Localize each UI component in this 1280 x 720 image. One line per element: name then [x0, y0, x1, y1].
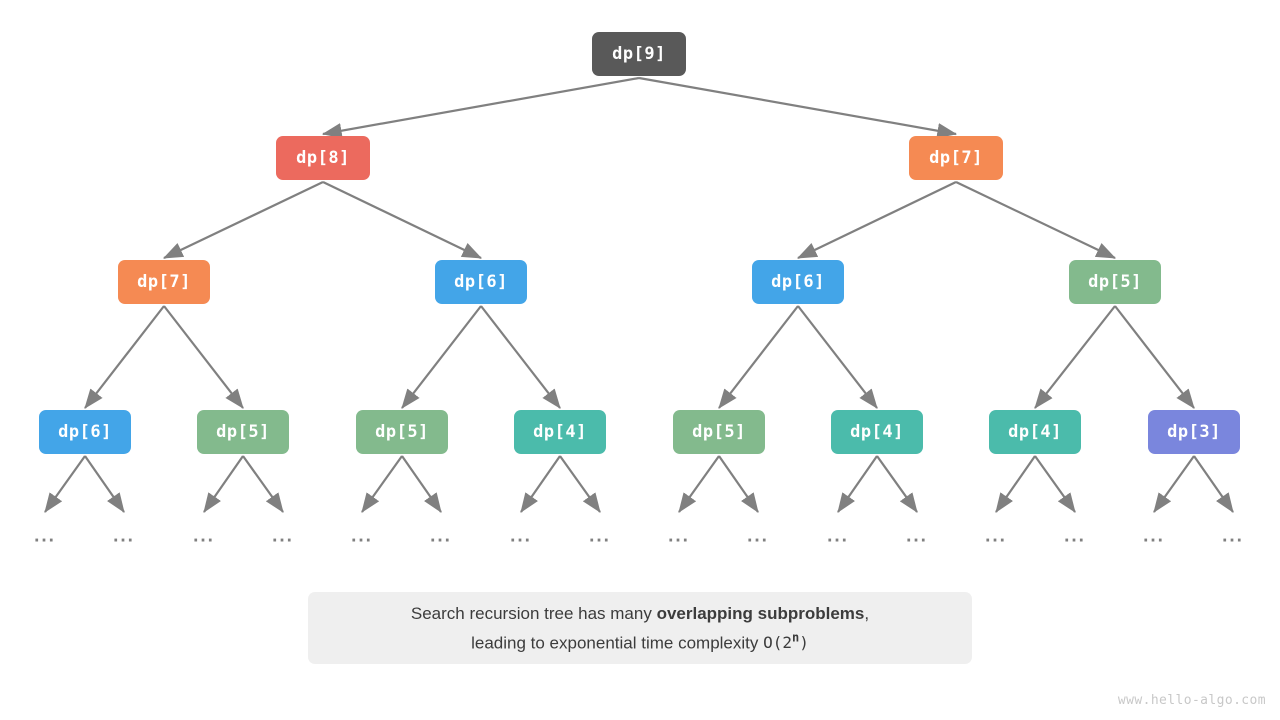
tree-node-dp7-l2-0[interactable]: dp[7]	[118, 260, 210, 304]
tree-node-label: dp[9]	[612, 44, 666, 64]
tree-edge	[995, 455, 1036, 513]
complexity-close: )	[799, 633, 809, 653]
tree-edge	[321, 76, 640, 139]
tree-edge	[797, 305, 878, 409]
tree-node-label: dp[4]	[533, 422, 587, 442]
tree-node-label: dp[5]	[216, 422, 270, 442]
tree-node-label: dp[5]	[692, 422, 746, 442]
caption-line1-suffix: ,	[864, 603, 870, 623]
tree-leaf-ellipsis: ...	[113, 525, 135, 547]
tree-edge	[242, 455, 284, 513]
tree-leaf-ellipsis: ...	[668, 525, 690, 547]
tree-node-label: dp[6]	[771, 272, 825, 292]
tree-leaf-ellipsis: ...	[1222, 525, 1244, 547]
tree-node-dp5-l3-2[interactable]: dp[5]	[356, 410, 448, 454]
tree-node-label: dp[6]	[454, 272, 508, 292]
tree-node-dp6-l3-0[interactable]: dp[6]	[39, 410, 131, 454]
tree-edge	[718, 455, 759, 513]
tree-node-dp3-l3-7[interactable]: dp[3]	[1148, 410, 1240, 454]
tree-node-dp5-l3-1[interactable]: dp[5]	[197, 410, 289, 454]
tree-edge	[876, 455, 918, 513]
tree-edge	[1114, 305, 1195, 409]
tree-edge	[797, 181, 957, 259]
tree-node-dp9-l0-0[interactable]: dp[9]	[592, 32, 686, 76]
tree-node-dp4-l3-5[interactable]: dp[4]	[831, 410, 923, 454]
caption-box: Search recursion tree has many overlappi…	[308, 592, 972, 664]
tree-node-dp4-l3-6[interactable]: dp[4]	[989, 410, 1081, 454]
tree-node-label: dp[4]	[850, 422, 904, 442]
tree-edge	[203, 455, 244, 513]
tree-node-dp7-l1-1[interactable]: dp[7]	[909, 136, 1003, 180]
tree-leaf-ellipsis: ...	[1064, 525, 1086, 547]
complexity-exponent: n	[792, 630, 800, 645]
tree-leaf-ellipsis: ...	[510, 525, 532, 547]
tree-leaf-ellipsis: ...	[272, 525, 294, 547]
tree-leaf-ellipsis: ...	[906, 525, 928, 547]
tree-node-label: dp[7]	[929, 148, 983, 168]
tree-leaf-ellipsis: ...	[430, 525, 452, 547]
tree-edge	[401, 455, 442, 513]
caption-line-1: Search recursion tree has many overlappi…	[411, 601, 869, 626]
tree-leaf-ellipsis: ...	[827, 525, 849, 547]
tree-node-label: dp[8]	[296, 148, 350, 168]
tree-edge	[84, 305, 165, 409]
tree-node-label: dp[5]	[1088, 272, 1142, 292]
tree-edge	[1153, 455, 1195, 513]
tree-node-label: dp[4]	[1008, 422, 1062, 442]
tree-edge	[559, 455, 601, 513]
tree-leaf-ellipsis: ...	[747, 525, 769, 547]
tree-leaf-ellipsis: ...	[1143, 525, 1165, 547]
tree-edge	[163, 305, 244, 409]
tree-node-dp6-l2-1[interactable]: dp[6]	[435, 260, 527, 304]
tree-leaf-ellipsis: ...	[351, 525, 373, 547]
tree-edge	[678, 455, 720, 513]
complexity-base: O(2	[763, 633, 793, 653]
caption-line2-prefix: leading to exponential time complexity	[471, 633, 764, 653]
tree-edge	[322, 181, 482, 259]
watermark: www.hello-algo.com	[1117, 693, 1266, 708]
tree-edge	[44, 455, 86, 513]
tree-node-label: dp[6]	[58, 422, 112, 442]
tree-edge	[1034, 305, 1116, 409]
tree-edge	[638, 76, 958, 139]
tree-edge	[84, 455, 125, 513]
tree-edge	[837, 455, 878, 513]
caption-line1-bold: overlapping subproblems	[656, 603, 865, 623]
tree-edge	[401, 305, 482, 409]
tree-node-dp4-l3-3[interactable]: dp[4]	[514, 410, 606, 454]
tree-node-label: dp[3]	[1167, 422, 1221, 442]
tree-edge	[361, 455, 403, 513]
caption-line1-prefix: Search recursion tree has many	[410, 603, 657, 623]
tree-node-dp5-l2-3[interactable]: dp[5]	[1069, 260, 1161, 304]
tree-node-dp8-l1-0[interactable]: dp[8]	[276, 136, 370, 180]
tree-node-dp6-l2-2[interactable]: dp[6]	[752, 260, 844, 304]
tree-node-dp5-l3-4[interactable]: dp[5]	[673, 410, 765, 454]
tree-node-label: dp[5]	[375, 422, 429, 442]
tree-edge	[1193, 455, 1234, 513]
tree-edge	[1034, 455, 1076, 513]
tree-leaf-ellipsis: ...	[589, 525, 611, 547]
tree-edge	[163, 181, 324, 259]
complexity-expression: O(2n)	[763, 630, 809, 653]
tree-edge	[718, 305, 799, 409]
caption-line-2: leading to exponential time complexity O…	[471, 626, 809, 655]
tree-node-label: dp[7]	[137, 272, 191, 292]
tree-leaf-ellipsis: ...	[985, 525, 1007, 547]
tree-edge	[955, 181, 1116, 259]
tree-leaf-ellipsis: ...	[34, 525, 56, 547]
tree-edge	[520, 455, 561, 513]
tree-edge	[480, 305, 561, 409]
tree-leaf-ellipsis: ...	[193, 525, 215, 547]
